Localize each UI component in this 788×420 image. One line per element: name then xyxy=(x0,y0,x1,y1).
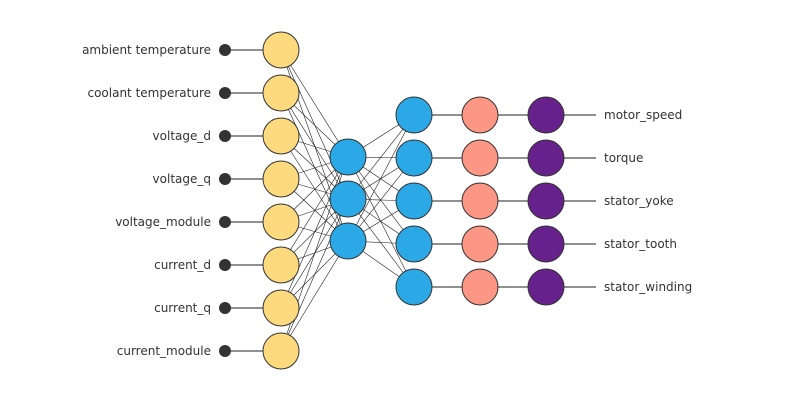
input-label: voltage_d xyxy=(153,129,211,143)
output-label: stator_winding xyxy=(604,280,692,294)
output-label: motor_speed xyxy=(604,108,682,122)
transform-node xyxy=(461,182,499,220)
edge-input-hidden1 xyxy=(280,135,349,242)
output-node xyxy=(527,182,565,220)
edge-input-hidden1 xyxy=(280,92,349,242)
input-terminal-dot xyxy=(219,345,231,357)
input-terminal-dots xyxy=(219,44,231,357)
output-node xyxy=(527,139,565,177)
transform-node xyxy=(461,225,499,263)
hidden1-node xyxy=(329,138,367,176)
input-terminal-dot xyxy=(219,302,231,314)
hidden2-node xyxy=(395,139,433,177)
output-label: stator_tooth xyxy=(604,237,677,251)
output-label: torque xyxy=(604,151,643,165)
input-node xyxy=(262,160,300,198)
input-label: current_d xyxy=(154,258,211,272)
output-node xyxy=(527,268,565,306)
output-node xyxy=(527,225,565,263)
input-terminal-dot xyxy=(219,44,231,56)
network-nodes xyxy=(262,31,565,370)
transform-node xyxy=(461,139,499,177)
edge-input-hidden1 xyxy=(280,156,349,266)
hidden2-node xyxy=(395,182,433,220)
input-node xyxy=(262,117,300,155)
input-node xyxy=(262,332,300,370)
hidden2-node xyxy=(395,225,433,263)
hidden2-node xyxy=(395,268,433,306)
output-node xyxy=(527,96,565,134)
hidden1-node xyxy=(329,180,367,218)
node-labels: ambient temperature coolant temperature vo… xyxy=(82,43,692,358)
input-terminal-dot xyxy=(219,259,231,271)
input-terminal-dot xyxy=(219,216,231,228)
edge-input-hidden1 xyxy=(280,49,349,158)
input-node xyxy=(262,246,300,284)
input-label: current_q xyxy=(154,301,211,315)
input-label: voltage_q xyxy=(153,172,211,186)
edge-input-hidden1 xyxy=(280,198,349,352)
edge-input-hidden1 xyxy=(280,156,349,309)
input-node xyxy=(262,74,300,112)
output-label: stator_yoke xyxy=(604,194,674,208)
edge-input-hidden1 xyxy=(280,240,349,352)
hidden2-node xyxy=(395,96,433,134)
input-node xyxy=(262,31,300,69)
input-terminal-dot xyxy=(219,87,231,99)
transform-node xyxy=(461,268,499,306)
edge-hidden1-hidden2 xyxy=(347,156,415,288)
input-terminal-dot xyxy=(219,173,231,185)
input-label: current_module xyxy=(117,344,211,358)
input-label: voltage_module xyxy=(115,215,211,229)
input-terminal-dot xyxy=(219,130,231,142)
input-label: coolant temperature xyxy=(87,86,211,100)
edge-input-hidden1 xyxy=(280,92,349,200)
transform-node xyxy=(461,96,499,134)
hidden1-node xyxy=(329,222,367,260)
input-label: ambient temperature xyxy=(82,43,211,57)
input-node xyxy=(262,203,300,241)
input-node xyxy=(262,289,300,327)
edge-hidden1-hidden2 xyxy=(347,114,415,242)
edge-input-hidden1 xyxy=(280,49,349,200)
